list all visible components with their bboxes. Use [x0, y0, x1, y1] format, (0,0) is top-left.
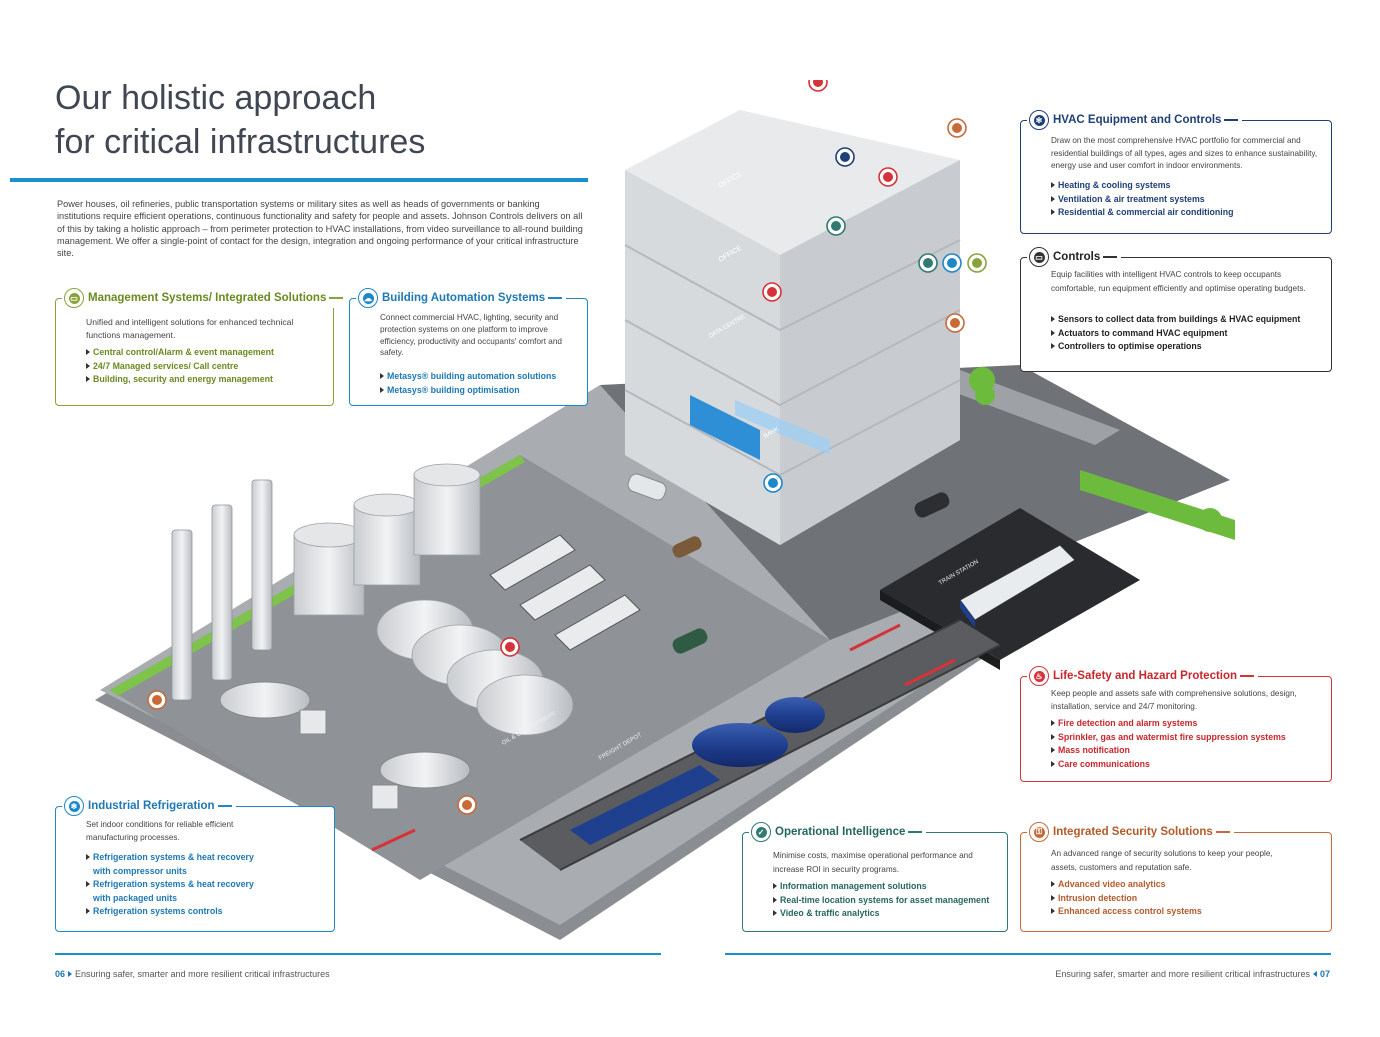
cars	[627, 473, 950, 654]
horizontal-tanks	[376, 599, 574, 736]
industrial-refrigeration-title: Industrial Refrigeration	[88, 800, 215, 812]
list-item[interactable]: Metasys® building optimisation	[380, 384, 556, 398]
list-item[interactable]: Central control/Alarm & event management	[86, 346, 274, 360]
footer-left-text: Ensuring safer, smarter and more resilie…	[75, 969, 330, 979]
freight-train	[570, 697, 825, 845]
page-number-left: 06	[55, 969, 66, 979]
page-number-right: 07	[1319, 969, 1330, 979]
office-building	[624, 110, 961, 545]
footer-rule-right	[725, 953, 1331, 955]
marker-icons	[147, 80, 987, 815]
list-item[interactable]: Intrusion detection	[1051, 892, 1202, 906]
list-item[interactable]: Refrigeration systems controls	[86, 905, 254, 919]
list-item[interactable]: Enhanced access control systems	[1051, 905, 1202, 919]
operational-intelligence-box: ✓ Operational Intelligence Minimise cost…	[742, 822, 1008, 932]
storage-tanks	[293, 463, 481, 616]
list-item-continuation: with packaged units	[93, 892, 178, 903]
list-item[interactable]: Actuators to command HVAC equipment	[1051, 327, 1300, 341]
industrial-refrigeration-box: ❄ Industrial Refrigeration Set indoor co…	[55, 796, 335, 932]
list-item[interactable]: Video & traffic analytics	[773, 907, 989, 921]
tanker-trucks	[219, 681, 471, 810]
arrow-right-icon	[68, 971, 73, 977]
list-item-continuation: with compressor units	[93, 865, 187, 876]
title-rule	[10, 178, 588, 182]
list-item[interactable]: Advanced video analytics	[1051, 878, 1202, 892]
park-lawn	[1080, 470, 1235, 540]
life-safety-box: ♨ Life-Safety and Hazard Protection Keep…	[1020, 666, 1332, 782]
building-automation-desc: Connect commercial HVAC, lighting, secur…	[380, 313, 562, 358]
fan-icon: ✻	[1029, 110, 1049, 130]
hvac-list: Heating & cooling systems Ventilation & …	[1051, 179, 1234, 220]
footer-left: 06 Ensuring safer, smarter and more resil…	[55, 969, 330, 979]
chimneys	[171, 479, 273, 701]
intro-paragraph: Power houses, oil refineries, public tra…	[57, 199, 583, 259]
integrated-security-title: Integrated Security Solutions	[1053, 826, 1213, 838]
building-automation-box: ☁ Building Automation Systems Connect co…	[349, 288, 588, 406]
snowflake-icon: ❄	[64, 796, 84, 816]
list-item[interactable]: Metasys® building automation solutions	[380, 370, 556, 384]
list-item[interactable]: Care communications	[1051, 758, 1286, 772]
list-item[interactable]: Refrigeration systems & heat recovery	[86, 851, 254, 865]
operational-intelligence-title: Operational Intelligence	[775, 826, 906, 838]
list-item[interactable]: Refrigeration systems & heat recovery	[86, 878, 254, 892]
integrated-security-box: ⚿ Integrated Security Solutions An advan…	[1020, 822, 1332, 932]
list-item[interactable]: Real-time location systems for asset man…	[773, 894, 989, 908]
list-item[interactable]: Building, security and energy management	[86, 373, 274, 387]
trees	[969, 367, 1222, 532]
monitor-icon: ▭	[64, 288, 84, 308]
list-item[interactable]: Heating & cooling systems	[1051, 179, 1234, 193]
integrated-security-desc: An advanced range of security solutions …	[1051, 849, 1273, 872]
list-item[interactable]: Fire detection and alarm systems	[1051, 717, 1286, 731]
shield-icon: ✓	[751, 822, 771, 842]
arrow-left-icon	[1312, 971, 1317, 977]
list-item[interactable]: Mass notification	[1051, 744, 1286, 758]
management-systems-desc: Unified and intelligent solutions for en…	[86, 317, 294, 340]
controls-title: Controls	[1053, 251, 1101, 263]
hvac-box: ✻ HVAC Equipment and Controls Draw on th…	[1020, 110, 1332, 234]
integrated-security-list: Advanced video analytics Intrusion detec…	[1051, 878, 1202, 919]
footer-right: Ensuring safer, smarter and more resilie…	[1055, 969, 1330, 979]
list-item[interactable]: Residential & commercial air conditionin…	[1051, 206, 1234, 220]
pumpjacks	[489, 534, 641, 651]
hvac-desc: Draw on the most comprehensive HVAC port…	[1051, 136, 1318, 171]
list-item[interactable]: Sensors to collect data from buildings &…	[1051, 313, 1300, 327]
footer-right-text: Ensuring safer, smarter and more resilie…	[1055, 969, 1310, 979]
controls-list: Sensors to collect data from buildings &…	[1051, 313, 1300, 354]
operational-intelligence-desc: Minimise costs, maximise operational per…	[773, 851, 973, 874]
title-line-2: for critical infrastructures	[55, 123, 426, 161]
operational-intelligence-list: Information management solutions Real-ti…	[773, 880, 989, 921]
flame-icon: ♨	[1029, 666, 1049, 686]
building-automation-title: Building Automation Systems	[382, 292, 546, 304]
list-item[interactable]: Information management solutions	[773, 880, 989, 894]
cloud-icon: ☁	[358, 288, 378, 308]
infrastructure-illustration: OFFICE OFFICE DATA CENTRE BANK OIL & GAS…	[95, 80, 1235, 940]
building-automation-list: Metasys® building automation solutions M…	[380, 370, 556, 397]
life-safety-desc: Keep people and assets safe with compreh…	[1051, 689, 1297, 712]
lock-icon: ⚿	[1029, 822, 1049, 842]
list-item[interactable]: Ventilation & air treatment systems	[1051, 193, 1234, 207]
management-systems-title: Management Systems/ Integrated Solutions	[88, 292, 327, 304]
list-item[interactable]: Controllers to optimise operations	[1051, 340, 1300, 354]
barrier-gates	[371, 623, 956, 852]
page-title: Our holistic approach for critical infra…	[55, 76, 425, 164]
industrial-refrigeration-list: Refrigeration systems & heat recovery wi…	[86, 851, 254, 919]
controls-desc: Equip facilities with intelligent HVAC c…	[1051, 270, 1306, 293]
passenger-train	[959, 544, 1076, 628]
life-safety-list: Fire detection and alarm systems Sprinkl…	[1051, 717, 1286, 771]
industrial-refrigeration-desc: Set indoor conditions for reliable effic…	[86, 820, 234, 842]
list-item[interactable]: Sprinkler, gas and watermist fire suppre…	[1051, 731, 1286, 745]
management-systems-box: ▭ Management Systems/ Integrated Solutio…	[55, 288, 348, 406]
footer-rule-left	[55, 953, 661, 955]
controls-box: ▭ Controls Equip facilities with intelli…	[1020, 247, 1332, 372]
management-systems-list: Central control/Alarm & event management…	[86, 346, 274, 387]
title-line-1: Our holistic approach	[55, 79, 377, 117]
hvac-title: HVAC Equipment and Controls	[1053, 114, 1222, 126]
controller-icon: ▭	[1029, 247, 1049, 267]
life-safety-title: Life-Safety and Hazard Protection	[1053, 670, 1238, 682]
list-item[interactable]: 24/7 Managed services/ Call centre	[86, 360, 274, 374]
